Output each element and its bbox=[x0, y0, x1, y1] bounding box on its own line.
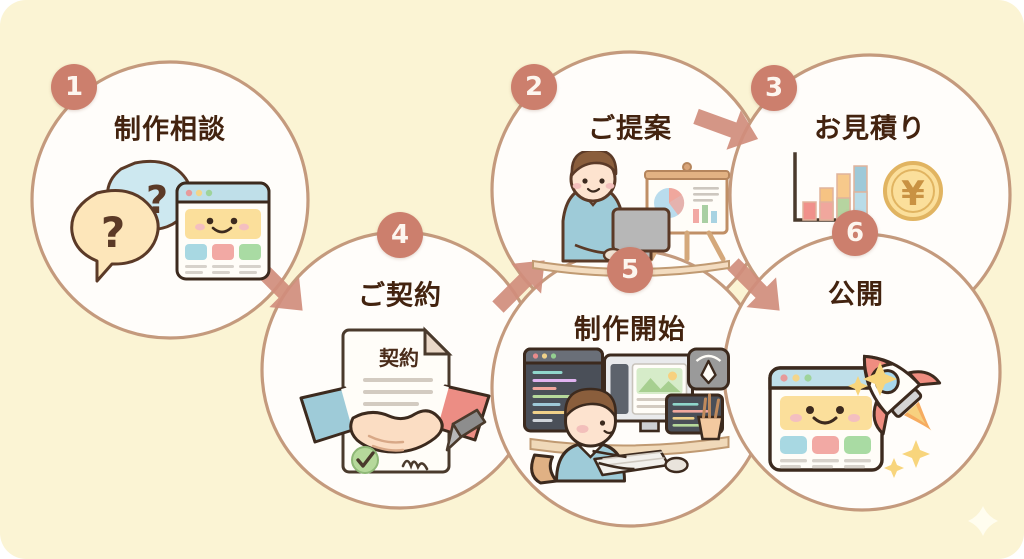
step-label-4: ご契約 bbox=[358, 280, 442, 312]
step-badge-5: 5 bbox=[607, 247, 653, 293]
speech-bubbles-and-website-icon: ? ? bbox=[63, 155, 273, 289]
bar-chart-and-yen-coin-icon: ¥ bbox=[783, 144, 953, 248]
svg-text:¥: ¥ bbox=[901, 174, 925, 214]
step-badge-3: 3 bbox=[751, 65, 797, 111]
step-badge-4: 4 bbox=[377, 212, 423, 258]
presenter-with-chart-board-icon bbox=[525, 148, 735, 285]
step-badge-6: 6 bbox=[832, 210, 878, 256]
arrow-step3-to-step6 bbox=[727, 258, 780, 311]
rocket-launch-website-icon bbox=[762, 328, 962, 482]
step-label-5: 制作開始 bbox=[574, 314, 686, 346]
svg-text:?: ? bbox=[101, 208, 125, 257]
arrow-step2-to-step3 bbox=[693, 108, 759, 150]
step-label-1: 制作相談 bbox=[114, 114, 226, 146]
step-label-6: 公開 bbox=[828, 279, 884, 311]
step-badge-1: 1 bbox=[51, 64, 97, 110]
step-label-3: お見積り bbox=[814, 113, 926, 145]
arrow-step4-to-step2 bbox=[492, 260, 545, 313]
svg-text:契約: 契約 bbox=[378, 346, 419, 370]
step-label-2: ご提案 bbox=[588, 113, 672, 145]
step-badge-2: 2 bbox=[511, 64, 557, 110]
handshake-contract-icon: 契約 bbox=[295, 320, 495, 484]
sparkle-bottom-right bbox=[968, 506, 998, 536]
developer-at-desk-icon bbox=[521, 335, 736, 489]
